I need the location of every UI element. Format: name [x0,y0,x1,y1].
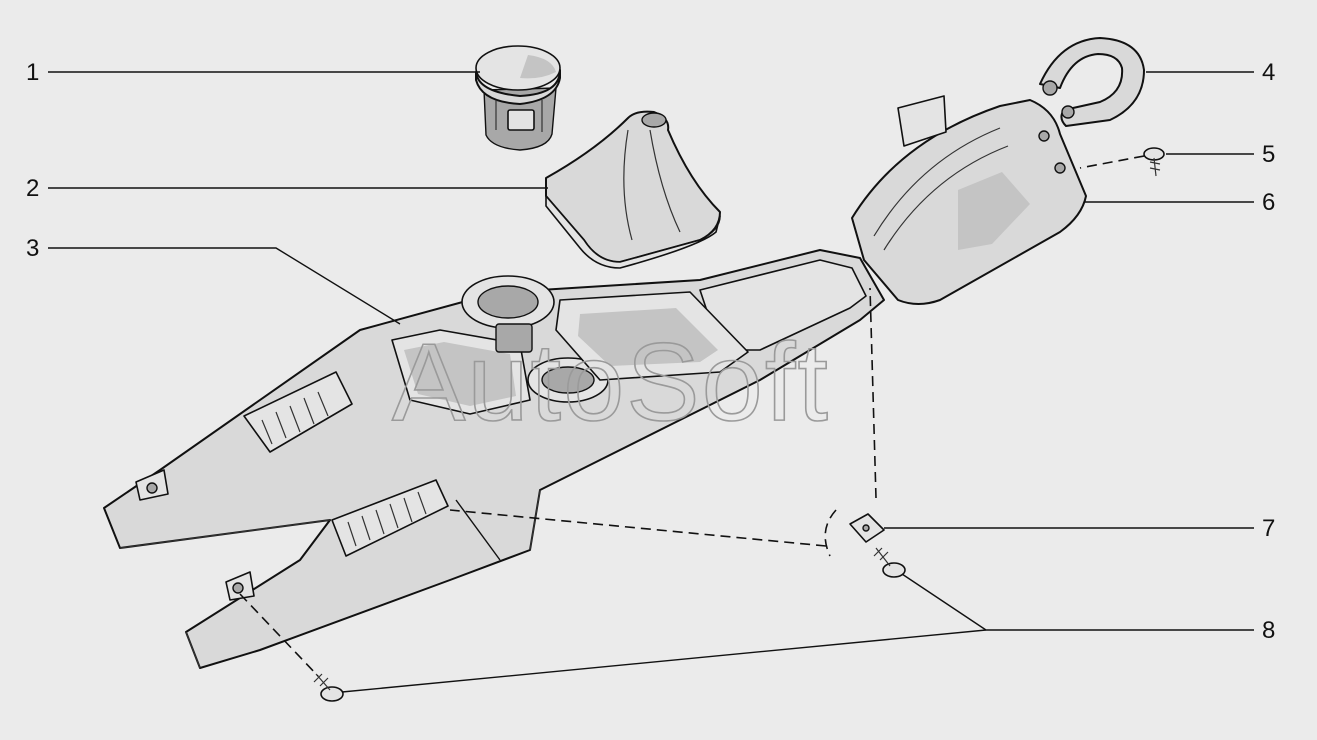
part-small-screw [1143,147,1165,177]
callout-8: 8 [1262,617,1275,644]
part-clip-ring [1039,37,1145,127]
part-cup-holder [475,45,561,151]
callout-1: 1 [26,59,39,86]
part-shift-boot [545,110,721,269]
part-rear-cover [851,95,1087,305]
callout-numbers: 1 2 3 4 5 6 7 8 [26,59,1275,644]
callout-3: 3 [26,235,39,262]
watermark-logo: AutoSoft [392,321,830,444]
assembly-paths [239,155,1145,677]
callout-2: 2 [26,175,39,202]
part-center-console [103,249,885,669]
callout-5: 5 [1262,141,1275,168]
part-clip-nut [849,513,885,543]
part-screws [313,547,906,702]
callout-4: 4 [1262,59,1275,86]
callout-7: 7 [1262,515,1275,542]
leader-lines [48,71,1254,693]
callout-6: 6 [1262,189,1275,216]
